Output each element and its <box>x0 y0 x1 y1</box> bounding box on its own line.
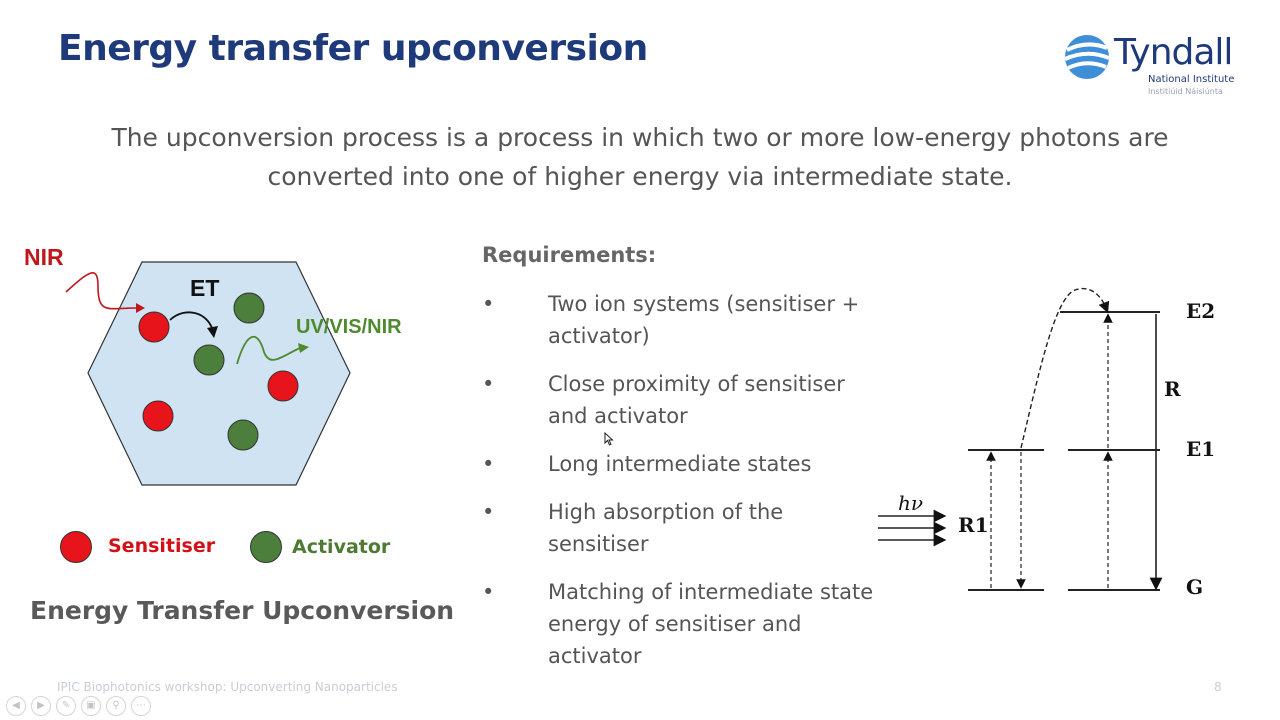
logo-subtitle: National Institute <box>1148 74 1235 85</box>
requirement-item: •Close proximity of sensitiser and activ… <box>482 368 882 432</box>
emission-arrowhead <box>298 343 309 353</box>
sensitiser-legend-label: Sensitiser <box>108 535 216 557</box>
sensitiser-ion <box>138 311 170 343</box>
zoom-icon[interactable]: ⚲ <box>106 696 126 716</box>
activator-ion <box>233 292 265 324</box>
energy-transfer-curve <box>1020 287 1110 449</box>
pen-icon[interactable]: ✎ <box>56 696 76 716</box>
slide-footer: IPIC Biophotonics workshop: Upconverting… <box>57 680 398 694</box>
intro-line: converted into one of higher energy via … <box>267 162 1013 191</box>
et-label: ET <box>190 275 219 301</box>
previous-slide-icon[interactable]: ◀ <box>6 696 26 716</box>
sensitiser-ion <box>267 370 299 402</box>
diagram-caption: Energy Transfer Upconversion <box>30 596 455 625</box>
photon-label: hν <box>898 491 923 515</box>
intro-line: The upconversion process is a process in… <box>111 123 1169 152</box>
requirements-heading: Requirements: <box>482 243 657 267</box>
et-arrowhead <box>207 326 218 338</box>
rate-r-label: R <box>1164 377 1181 401</box>
level-e2-label: E2 <box>1186 299 1215 323</box>
logo-wordmark: Tyndall <box>1114 32 1233 73</box>
bullet: • <box>482 292 495 316</box>
activator-legend-label: Activator <box>292 536 391 558</box>
logo-subtitle-irish: Institiúid Náisiúnta <box>1148 87 1223 96</box>
sensitiser-ion <box>142 400 174 432</box>
level-g-label: G <box>1186 575 1203 599</box>
more-options-icon[interactable]: ⋯ <box>131 696 151 716</box>
slides-icon[interactable]: ▣ <box>81 696 101 716</box>
nir-label: NIR <box>24 244 64 270</box>
energy-level-diagram: hν R1 R E2 E1 G <box>878 287 1215 599</box>
next-slide-icon[interactable]: ▶ <box>31 696 51 716</box>
emission-wave <box>236 335 301 365</box>
requirement-item: •High absorption of the sensitiser <box>482 496 882 560</box>
requirements-list: •Two ion systems (sensitiser + activator… <box>482 288 882 688</box>
sensitiser-legend-dot <box>60 531 92 563</box>
slideshow-toolbar: ◀ ▶ ✎ ▣ ⚲ ⋯ <box>6 696 151 716</box>
intro-paragraph: The upconversion process is a process in… <box>40 118 1240 196</box>
page-number: 8 <box>1214 680 1222 694</box>
bullet: • <box>482 372 495 396</box>
activator-legend-dot <box>250 531 282 563</box>
requirement-item: •Long intermediate states <box>482 448 882 480</box>
tyndall-globe-icon <box>1064 35 1110 79</box>
activator-ion <box>227 419 259 451</box>
bullet: • <box>482 452 495 476</box>
nir-arrowhead <box>136 303 145 313</box>
level-e1-label: E1 <box>1186 437 1215 461</box>
bullet: • <box>482 500 495 524</box>
requirement-item: •Two ion systems (sensitiser + activator… <box>482 288 882 352</box>
etu-diagram: NIR ET UV/VIS/NIR <box>24 244 402 486</box>
mouse-cursor-icon <box>604 432 614 446</box>
slide-title: Energy transfer upconversion <box>58 28 648 69</box>
tyndall-logo: Tyndall National Institute Institiúid Ná… <box>1062 30 1242 102</box>
bullet: • <box>482 580 495 604</box>
activator-ion <box>193 344 225 376</box>
emission-label: UV/VIS/NIR <box>296 316 402 338</box>
rate-r1-label: R1 <box>958 513 989 537</box>
nir-wave <box>65 272 137 310</box>
et-arrow <box>169 311 214 332</box>
requirement-item: •Matching of intermediate state energy o… <box>482 576 882 672</box>
